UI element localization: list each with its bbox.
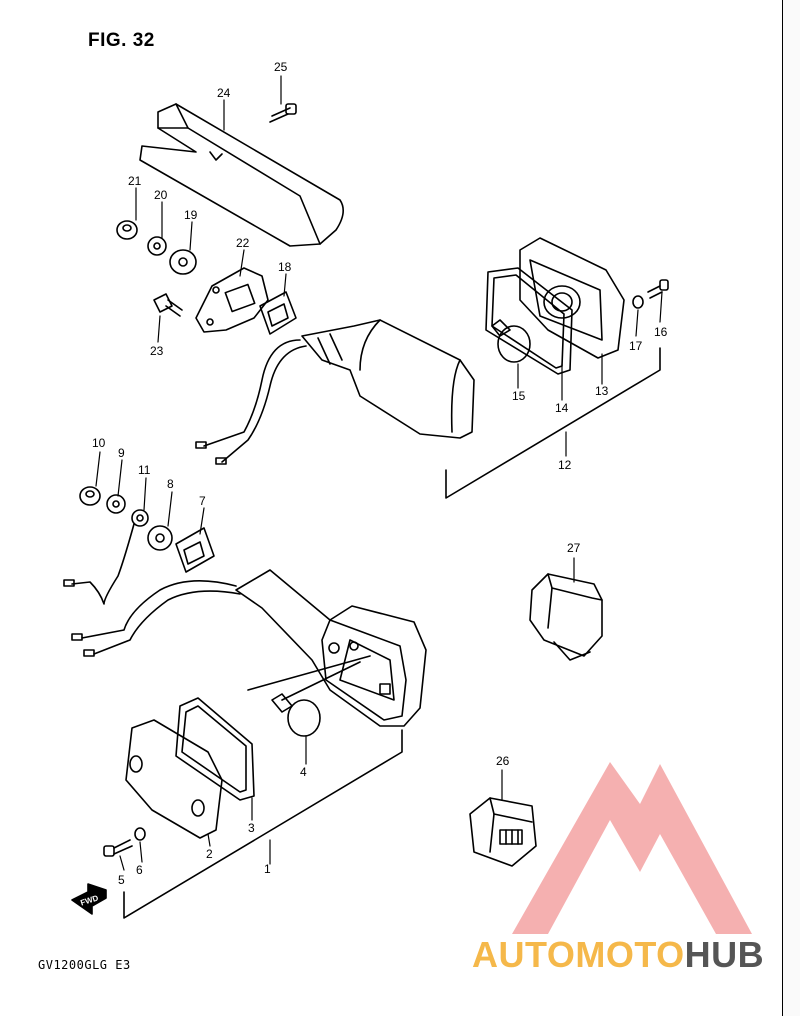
lens-2 [125, 719, 223, 839]
model-code: GV1200GLG E3 [38, 958, 131, 972]
callout-7: 7 [199, 494, 206, 508]
upper-turn-signal-housing [301, 319, 475, 439]
callout-2: 2 [206, 847, 213, 861]
callout-leaders [95, 75, 663, 871]
callout-17: 17 [629, 339, 643, 353]
callout-22: 22 [236, 236, 250, 250]
callout-21: 21 [128, 174, 142, 188]
screw-25 [269, 103, 297, 123]
washer-17 [632, 295, 644, 309]
callout-13: 13 [595, 384, 609, 398]
callout-26: 26 [496, 754, 510, 768]
watermark-text: AUTOMOTOHUB [472, 934, 764, 976]
grommet-18 [259, 291, 297, 335]
callout-27: 27 [567, 541, 581, 555]
callout-11: 11 [138, 463, 151, 477]
screw-5 [103, 839, 133, 857]
rear-cover-part [139, 103, 344, 247]
ground-wire-11 [63, 509, 149, 605]
callout-5: 5 [118, 873, 125, 887]
washer-8 [147, 525, 173, 551]
callout-3: 3 [248, 821, 255, 835]
assembly-1-leader [123, 729, 403, 919]
lower-wire-harness [71, 580, 241, 657]
grommet-7 [175, 527, 215, 573]
relay-27 [529, 573, 603, 661]
washer-19 [169, 249, 197, 275]
washer-9 [106, 494, 126, 514]
callout-15: 15 [512, 389, 526, 403]
bulb-4 [247, 655, 371, 737]
callout-10: 10 [92, 436, 106, 450]
callout-12: 12 [558, 458, 572, 472]
gasket-3 [175, 697, 255, 801]
callout-6: 6 [136, 863, 143, 877]
nut-10 [79, 486, 101, 506]
screw-16 [647, 279, 669, 299]
washer-6 [134, 827, 146, 841]
page-edge-strip [782, 0, 800, 1016]
assembly-12-leader [445, 347, 661, 499]
callout-16: 16 [654, 325, 668, 339]
bolt-23 [153, 293, 183, 317]
lower-turn-signal-housing [235, 569, 427, 727]
callout-20: 20 [154, 188, 168, 202]
watermark-text-a: AUTOMOTO [472, 934, 685, 975]
nut-21 [116, 220, 138, 240]
callout-9: 9 [118, 446, 125, 460]
callout-24: 24 [217, 86, 231, 100]
figure-title: FIG. 32 [88, 30, 155, 51]
callout-23: 23 [150, 344, 164, 358]
callout-25: 25 [274, 60, 288, 74]
washer-20 [147, 236, 167, 256]
upper-wire-harness [195, 339, 307, 465]
callout-1: 1 [264, 862, 271, 876]
bulb-15 [491, 319, 531, 363]
forward-arrow-icon [71, 883, 107, 915]
callout-19: 19 [184, 208, 198, 222]
flasher-26 [469, 797, 537, 867]
callout-4: 4 [300, 765, 307, 779]
callout-labels: 25 24 21 20 19 22 18 23 10 9 11 8 7 15 1… [79, 60, 667, 908]
bracket-22 [195, 267, 269, 333]
watermark-logo-icon [512, 762, 752, 934]
callout-14: 14 [555, 401, 569, 415]
watermark-text-b: HUB [684, 934, 765, 975]
callout-18: 18 [278, 260, 292, 274]
callout-8: 8 [167, 477, 174, 491]
lens-13 [519, 237, 625, 359]
